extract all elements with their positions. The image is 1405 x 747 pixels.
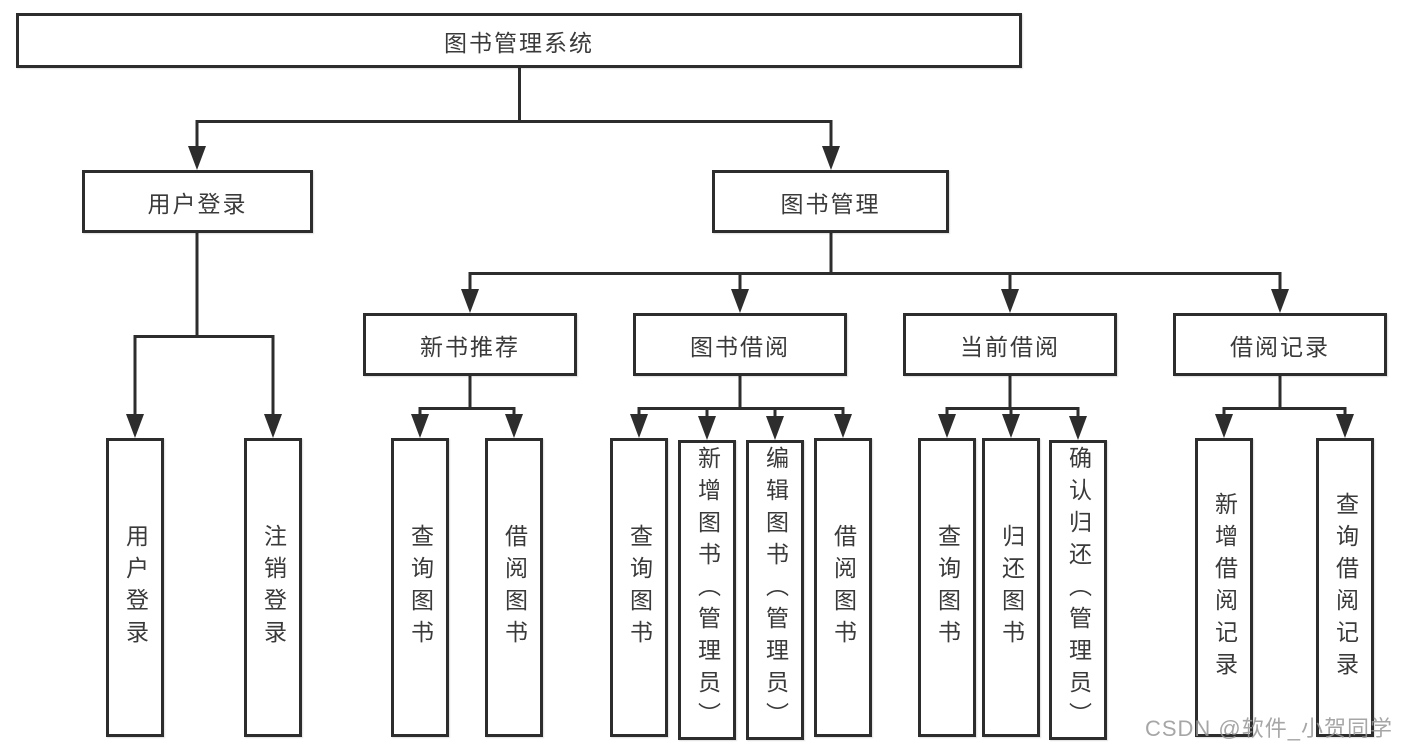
node-leaf-borrow-books-label: 借阅图书 — [830, 523, 857, 652]
node-borrow-records: 借阅记录 — [1173, 313, 1387, 376]
node-leaf-user-login-label: 用户登录 — [122, 523, 149, 652]
node-leaf-edit-book-admin-label: 编辑图书（管理员） — [762, 446, 789, 734]
node-leaf-logout: 注销登录 — [244, 438, 302, 737]
node-leaf-query-books-current-label: 查询图书 — [934, 523, 961, 652]
node-leaf-query-books-recommend-label: 查询图书 — [407, 523, 434, 652]
node-leaf-confirm-return-admin-label: 确认归还（管理员） — [1065, 446, 1092, 734]
node-leaf-borrow-books-recommend: 借阅图书 — [485, 438, 543, 737]
node-leaf-query-books-borrow-label: 查询图书 — [626, 523, 653, 652]
connector-recommend-branch — [418, 376, 516, 418]
node-leaf-user-login: 用户登录 — [106, 438, 164, 737]
arrowheads-recommend — [411, 414, 523, 438]
node-leaf-add-borrow-record: 新增借阅记录 — [1195, 438, 1253, 737]
node-leaf-query-books-current: 查询图书 — [918, 438, 976, 737]
node-leaf-add-book-admin: 新增图书（管理员） — [678, 440, 736, 740]
node-leaf-return-books-label: 归还图书 — [998, 523, 1025, 652]
node-leaf-return-books: 归还图书 — [982, 438, 1040, 737]
node-leaf-borrow-books: 借阅图书 — [814, 438, 872, 737]
connector-records-branch — [1222, 376, 1347, 418]
node-leaf-add-borrow-record-label: 新增借阅记录 — [1211, 491, 1238, 684]
arrowheads-borrow — [630, 414, 852, 440]
node-book-borrow: 图书借阅 — [633, 313, 847, 376]
node-leaf-query-books-recommend: 查询图书 — [391, 438, 449, 737]
node-leaf-logout-label: 注销登录 — [260, 523, 287, 652]
arrowheads-records — [1215, 414, 1354, 438]
node-user-login-label: 用户登录 — [147, 190, 248, 217]
arrowheads-level1 — [188, 146, 840, 170]
node-leaf-borrow-books-recommend-label: 借阅图书 — [501, 523, 528, 652]
node-current-borrow: 当前借阅 — [903, 313, 1117, 376]
connector-borrow-branch — [637, 376, 845, 420]
connector-current-branch — [945, 376, 1080, 420]
connector-user-login-branch — [133, 233, 275, 418]
node-root-label: 图书管理系统 — [444, 29, 594, 56]
node-user-login: 用户登录 — [82, 170, 313, 233]
node-leaf-add-book-admin-label: 新增图书（管理员） — [694, 446, 721, 734]
node-borrow-records-label: 借阅记录 — [1230, 333, 1330, 360]
node-book-management: 图书管理 — [712, 170, 949, 233]
node-root: 图书管理系统 — [16, 13, 1022, 68]
node-leaf-confirm-return-admin: 确认归还（管理员） — [1049, 440, 1107, 740]
arrowheads-user-login — [126, 414, 282, 438]
node-leaf-edit-book-admin: 编辑图书（管理员） — [746, 440, 804, 740]
node-book-borrow-label: 图书借阅 — [690, 333, 790, 360]
watermark: CSDN @软件_小贺同学 — [1144, 716, 1393, 741]
connector-book-management-branch — [468, 233, 1282, 292]
node-new-book-recommend-label: 新书推荐 — [420, 333, 520, 360]
node-book-management-label: 图书管理 — [780, 190, 881, 217]
node-current-borrow-label: 当前借阅 — [960, 333, 1060, 360]
node-new-book-recommend: 新书推荐 — [363, 313, 577, 376]
node-leaf-query-borrow-record: 查询借阅记录 — [1316, 438, 1374, 737]
arrowheads-level2 — [461, 289, 1289, 313]
connector-root-to-level1 — [195, 68, 833, 150]
arrowheads-current — [938, 414, 1087, 440]
node-leaf-query-books-borrow: 查询图书 — [610, 438, 668, 737]
node-leaf-query-borrow-record-label: 查询借阅记录 — [1332, 491, 1359, 684]
